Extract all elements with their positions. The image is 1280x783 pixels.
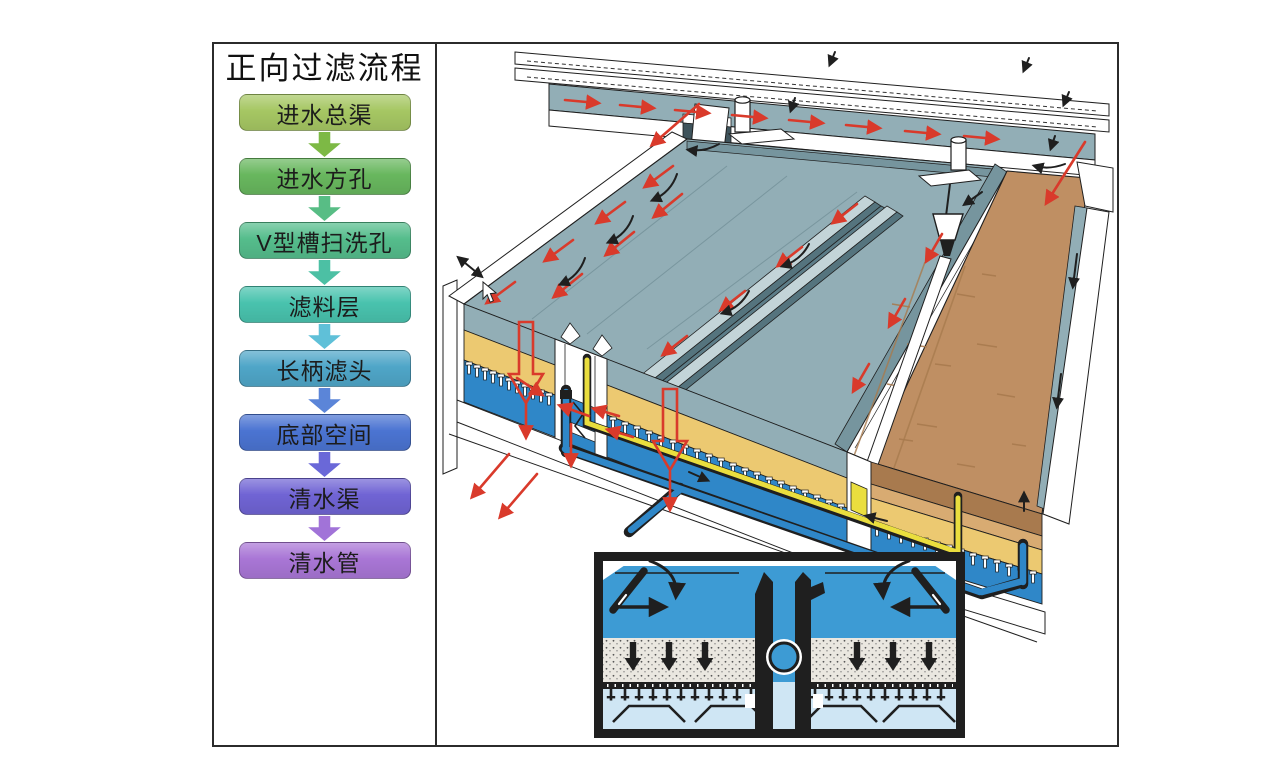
down-arrow-icon <box>308 452 341 477</box>
down-arrow-icon <box>308 260 341 285</box>
illustration-pane <box>437 44 1115 743</box>
down-arrow-icon <box>308 516 341 541</box>
rear-corner-block <box>1076 161 1114 213</box>
clean-water-pipe <box>561 388 1027 596</box>
float-device <box>917 136 983 256</box>
flow-arrows-black <box>456 51 1080 524</box>
cs-inlet-jets <box>609 559 950 618</box>
flow-step-label: 底部空间 <box>276 421 373 448</box>
panel-divider <box>435 44 437 745</box>
flow-step-label: 清水管 <box>288 549 361 576</box>
down-arrow-icon <box>308 132 341 157</box>
pipe-network <box>558 353 1029 600</box>
cs-center-channel <box>745 572 825 729</box>
flow-step-clean-pipe: 清水管 <box>238 542 411 579</box>
flow-step-label: 进水总渠 <box>276 101 373 128</box>
flow-step-inlet-channel: 进水总渠 <box>238 94 411 131</box>
flowchart: 进水总渠 进水方孔 V型槽扫洗孔 滤料层 长柄滤头 底部空间 清水渠 清水管 <box>238 94 412 579</box>
down-arrow-icon <box>308 196 341 221</box>
flow-step-clean-channel: 清水渠 <box>238 478 411 515</box>
wash-water-pipe <box>584 357 961 555</box>
rear-walkway <box>514 51 1110 133</box>
mouse-cursor-icon <box>482 280 498 303</box>
right-end-wall <box>1042 207 1110 525</box>
flow-step-label: V型槽扫洗孔 <box>256 229 393 256</box>
flow-step-label: 清水渠 <box>288 485 361 512</box>
flow-step-filter-nozzle: 长柄滤头 <box>238 350 411 387</box>
cross-section-diagram <box>594 552 965 738</box>
flow-step-inlet-hole: 进水方孔 <box>238 158 411 195</box>
flowchart-title: 正向过滤流程 <box>225 51 424 86</box>
v-filter-illustration <box>442 51 1114 738</box>
down-arrow-icon <box>308 388 341 413</box>
flow-step-label: 滤料层 <box>288 293 361 320</box>
flow-step-label: 长柄滤头 <box>276 357 373 384</box>
down-arrow-icon <box>308 324 341 349</box>
flow-step-media-layer: 滤料层 <box>238 286 411 323</box>
flow-step-label: 进水方孔 <box>276 165 373 192</box>
flow-step-v-groove: V型槽扫洗孔 <box>238 222 411 259</box>
diagram-panel: 正向过滤流程 进水总渠 进水方孔 V型槽扫洗孔 滤料层 长柄滤头 底部空间 清水… <box>212 42 1119 747</box>
flow-step-bottom-space: 底部空间 <box>238 414 411 451</box>
cs-center-pipe <box>768 641 800 673</box>
flowchart-pane: 正向过滤流程 进水总渠 进水方孔 V型槽扫洗孔 滤料层 长柄滤头 底部空间 清水… <box>214 44 435 745</box>
